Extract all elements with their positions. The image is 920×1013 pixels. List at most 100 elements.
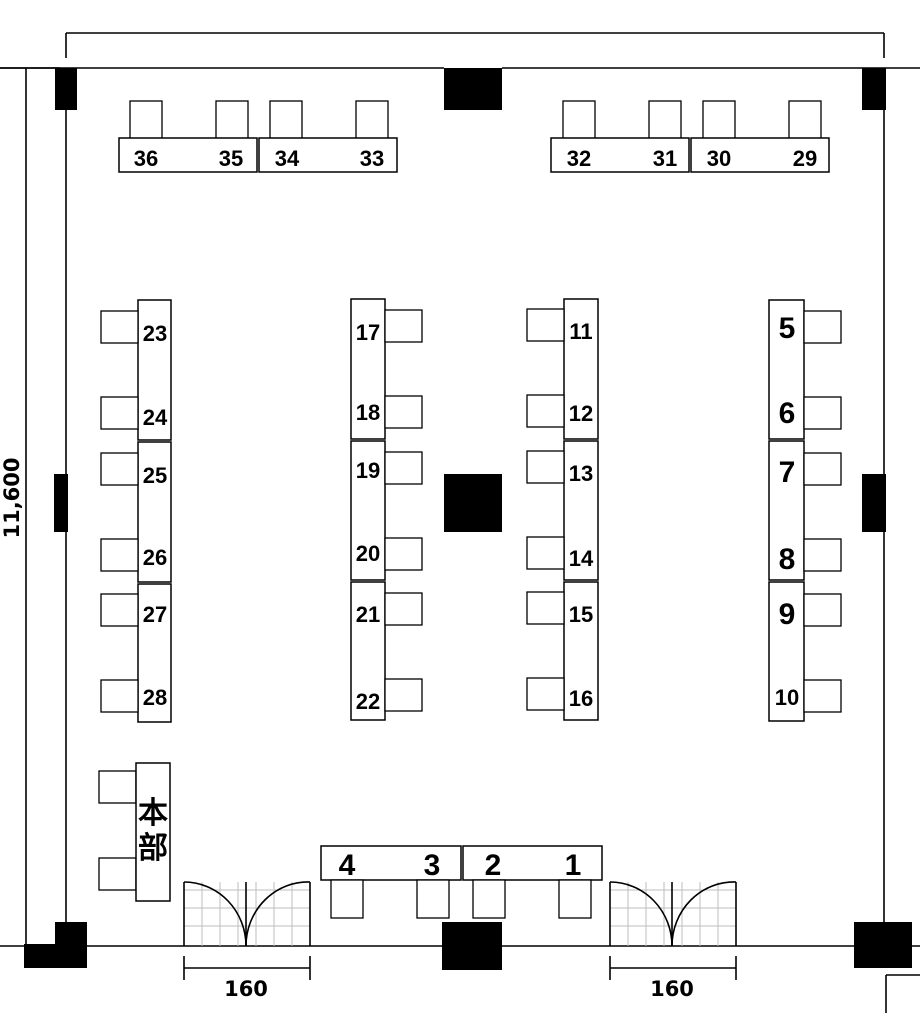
chair-11 [526, 308, 565, 342]
booth-29[interactable]: 29 [793, 146, 817, 171]
top-row-right-group: 32 31 30 29 [550, 100, 830, 173]
chair-12 [526, 394, 565, 428]
booth-17[interactable]: 17 [356, 320, 380, 345]
column-bottom-left-base [24, 944, 64, 968]
column-d-group: 5 6 7 8 9 10 [768, 299, 842, 722]
chair-1 [558, 879, 592, 919]
booth-32[interactable]: 32 [567, 146, 591, 171]
booth-1[interactable]: 1 [565, 849, 582, 882]
chair-3 [416, 879, 450, 919]
booth-16[interactable]: 16 [569, 686, 593, 711]
booth-27[interactable]: 27 [143, 602, 167, 627]
chair-2 [472, 879, 506, 919]
column-top-center [444, 68, 502, 110]
chair-10 [803, 679, 842, 713]
column-mid-left [54, 474, 68, 532]
column-c-group: 11 12 13 14 15 16 [526, 298, 599, 721]
door-right-width-label: 160 [650, 977, 694, 1001]
bottom-row-group: 4 3 2 1 [320, 845, 603, 919]
booth-24[interactable]: 24 [143, 405, 168, 430]
chair-35 [215, 100, 249, 140]
chair-hq-top [98, 770, 137, 804]
booth-12[interactable]: 12 [569, 401, 593, 426]
table-4-3 [320, 845, 462, 881]
table-2-1 [462, 845, 603, 881]
chair-25 [100, 452, 139, 486]
booth-2[interactable]: 2 [485, 849, 502, 882]
booth-4[interactable]: 4 [339, 849, 356, 882]
booth-9[interactable]: 9 [779, 598, 796, 631]
headquarters-desk: 本 部 [98, 762, 171, 902]
booth-5[interactable]: 5 [779, 312, 796, 345]
booth-33[interactable]: 33 [360, 146, 384, 171]
booth-23[interactable]: 23 [143, 321, 167, 346]
table-19-20 [350, 440, 386, 581]
booth-18[interactable]: 18 [356, 400, 380, 425]
chair-33 [355, 100, 389, 140]
chair-28 [100, 679, 139, 713]
column-bottom-right [854, 922, 912, 968]
headquarters-label-1[interactable]: 本 [138, 796, 168, 831]
booth-25[interactable]: 25 [143, 463, 167, 488]
chair-24 [100, 396, 139, 430]
door-right-dimension [609, 956, 737, 980]
top-row-left-group: 36 35 34 33 [118, 100, 398, 173]
booth-15[interactable]: 15 [569, 602, 593, 627]
chair-17 [384, 309, 423, 343]
booth-34[interactable]: 34 [275, 146, 300, 171]
booth-7[interactable]: 7 [779, 456, 796, 489]
table-11-12 [563, 298, 599, 440]
booth-3[interactable]: 3 [424, 849, 441, 882]
booth-20[interactable]: 20 [356, 541, 380, 566]
chair-36 [129, 100, 163, 140]
table-23-24 [137, 299, 172, 441]
height-dimension-label: 11,600 [0, 457, 24, 538]
booth-8[interactable]: 8 [779, 543, 796, 576]
table-32-31 [550, 137, 690, 173]
table-15-16 [563, 581, 599, 721]
door-left-width-label: 160 [224, 977, 268, 1001]
booth-28[interactable]: 28 [143, 685, 167, 710]
booth-11[interactable]: 11 [569, 319, 592, 344]
chair-4 [330, 879, 364, 919]
booth-36[interactable]: 36 [134, 146, 158, 171]
top-dimension-line [65, 32, 885, 58]
chair-27 [100, 593, 139, 627]
chair-6 [803, 396, 842, 430]
column-mid-right [862, 474, 886, 532]
booth-31[interactable]: 31 [653, 146, 677, 171]
booth-6[interactable]: 6 [779, 397, 796, 430]
booth-21[interactable]: 21 [356, 602, 380, 627]
structural-columns [24, 68, 912, 970]
chair-30 [702, 100, 736, 140]
table-34-33 [258, 137, 398, 173]
booth-22[interactable]: 22 [356, 689, 380, 714]
chair-21 [384, 592, 423, 626]
booth-10[interactable]: 10 [775, 685, 799, 710]
chair-13 [526, 450, 565, 484]
chair-7 [803, 452, 842, 486]
door-right[interactable] [609, 881, 737, 947]
chair-hq-bottom [98, 857, 137, 891]
booth-30[interactable]: 30 [707, 146, 731, 171]
chair-19 [384, 451, 423, 485]
booth-13[interactable]: 13 [569, 461, 593, 486]
booth-35[interactable]: 35 [219, 146, 243, 171]
chair-32 [562, 100, 596, 140]
table-21-22 [350, 581, 386, 721]
booth-19[interactable]: 19 [356, 458, 380, 483]
booth-14[interactable]: 14 [569, 546, 594, 571]
chair-9 [803, 593, 842, 627]
chair-34 [269, 100, 303, 140]
column-a-group: 23 24 25 26 27 28 [100, 299, 172, 723]
door-left[interactable] [183, 881, 311, 947]
column-bottom-center [442, 922, 502, 970]
headquarters-label-2[interactable]: 部 [138, 831, 168, 866]
chair-15 [526, 591, 565, 625]
column-center [444, 474, 502, 532]
table-17-18 [350, 298, 386, 440]
chair-14 [526, 536, 565, 570]
table-36-35 [118, 137, 258, 173]
booth-26[interactable]: 26 [143, 545, 167, 570]
